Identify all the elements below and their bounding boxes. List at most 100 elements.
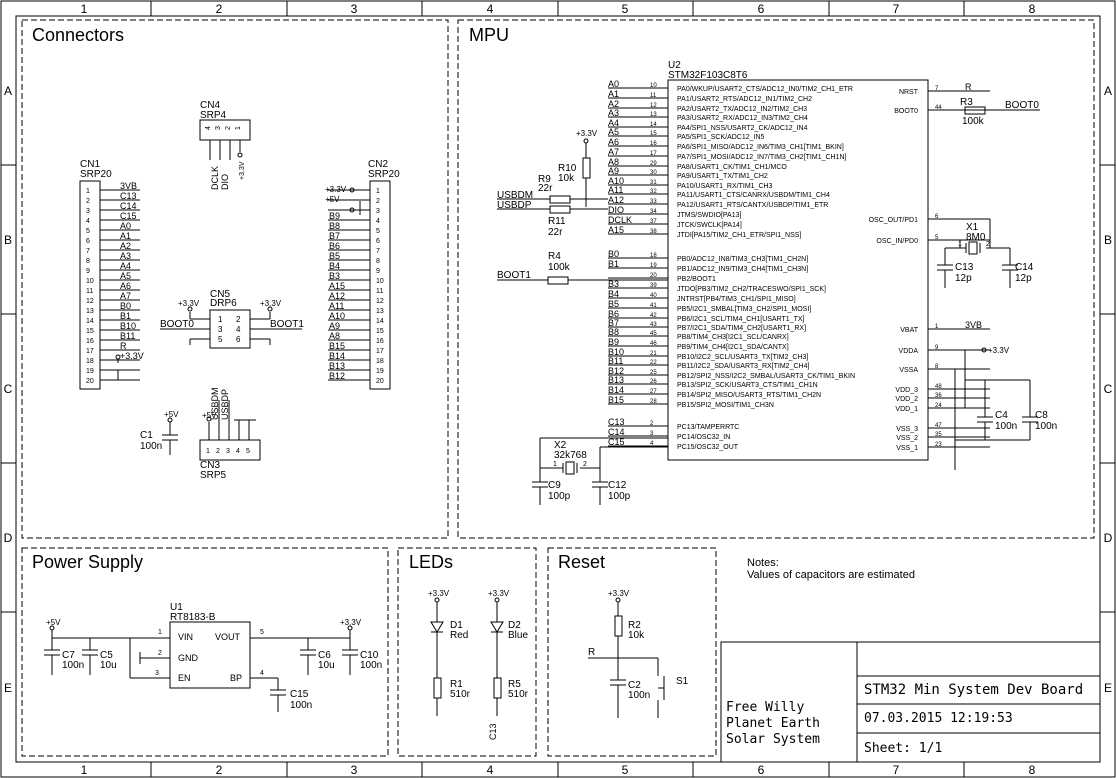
column-label: 5 xyxy=(622,2,629,16)
vcc-label: +5V xyxy=(325,195,340,204)
connector-cn2: CN2 SRP20 1+3.3V2+5V34B95B86B77B68B59B41… xyxy=(325,159,400,390)
net-label: B1 xyxy=(120,311,131,321)
net-label: B10 xyxy=(608,347,624,357)
pin-number: 8 xyxy=(86,258,90,265)
pin-number: 3 xyxy=(215,126,222,130)
net-label: B13 xyxy=(608,375,624,385)
part-value: 100n xyxy=(62,660,84,671)
pin-number: 15 xyxy=(86,328,94,335)
section-title-reset: Reset xyxy=(558,552,605,572)
net-label: C15 xyxy=(608,437,625,447)
net-label: C14 xyxy=(608,427,625,437)
part-ref: C14 xyxy=(1015,262,1034,273)
part-ref: R5 xyxy=(508,679,521,690)
row-label: A xyxy=(1104,84,1112,98)
row-label: C xyxy=(4,382,13,396)
pin-name: JNTRST[PB4/TIM3_CH1/SPI1_MISO] xyxy=(677,296,796,303)
part-ref: C1 xyxy=(140,430,153,441)
part-value: 100n xyxy=(1035,421,1057,432)
pin-number: 2 xyxy=(376,198,380,205)
net-label: C13 xyxy=(120,191,137,201)
pin-number: 17 xyxy=(376,348,384,355)
vcc-label: +3.3V xyxy=(488,589,510,598)
part-ref: X2 xyxy=(554,440,567,451)
leds: +3.3V +3.3V D1 Red D2 Blue R1 510r R5 51… xyxy=(428,589,529,740)
part-value: 10u xyxy=(100,660,117,671)
pin-number: 4 xyxy=(650,441,654,447)
pin-number: 26 xyxy=(650,379,657,385)
part-ref: X1 xyxy=(966,222,979,233)
pin-number: 13 xyxy=(650,112,657,118)
pin-name: BP xyxy=(230,673,242,683)
pin-number: 3 xyxy=(218,325,223,334)
pin-number: 18 xyxy=(86,358,94,365)
author-line: Solar System xyxy=(726,732,820,747)
connector-cn3: CN3 SRP5 1 2 3 4 5 +5V USBDM USBDP xyxy=(199,387,261,481)
net-label: B8 xyxy=(608,327,619,337)
net-label: A11 xyxy=(329,301,344,311)
net-label: B7 xyxy=(608,318,619,328)
cn5-type: DRP6 xyxy=(210,298,237,309)
pin-number: 10 xyxy=(376,278,384,285)
net-label: A15 xyxy=(329,281,345,291)
pin-number: 11 xyxy=(376,288,383,295)
part-ref: C6 xyxy=(318,650,331,661)
pin-number: 12 xyxy=(650,103,657,109)
pin-number: 1 xyxy=(958,241,962,248)
pin-name: JTMS/SWDIO[PA13] xyxy=(677,212,741,219)
pin-number: 1 xyxy=(218,315,223,324)
section-titles: Connectors MPU Power Supply LEDs Reset xyxy=(32,25,605,572)
net-label: B13 xyxy=(329,361,345,371)
cn4-ref: CN4 xyxy=(200,100,220,111)
net-label: +3.3V xyxy=(120,351,144,361)
pin-name: GND xyxy=(178,653,199,663)
column-label: 1 xyxy=(81,2,88,16)
net-label: B12 xyxy=(608,366,624,376)
pin-number: 1 xyxy=(206,448,210,455)
net-label: BOOT1 xyxy=(270,319,304,330)
pin-number: 43 xyxy=(650,322,657,328)
pin-name: PA8/USART1_CK/TIM1_CH1/MCO xyxy=(677,164,787,171)
pin-name: PC14/OSC32_IN xyxy=(677,434,730,441)
section-title-mpu: MPU xyxy=(469,25,509,45)
net-label: BOOT0 xyxy=(160,319,194,330)
net-label: B9 xyxy=(329,211,340,221)
pin-number: 38 xyxy=(650,229,657,235)
column-label: 2 xyxy=(216,763,223,777)
pin-name: EN xyxy=(178,673,191,683)
net-label: A8 xyxy=(329,331,340,341)
net-label: B14 xyxy=(329,351,345,361)
pin-number: 20 xyxy=(86,378,94,385)
pin-number: 1 xyxy=(376,188,380,195)
pin-name: PA2/USART2_TX/ADC12_IN2/TIM2_CH3 xyxy=(677,106,807,113)
connector-cn4: CN4 SRP4 4 3 2 1 DCLK DIO +3.3V xyxy=(199,100,251,190)
pin-number: 27 xyxy=(650,389,657,395)
column-label: 3 xyxy=(351,2,358,16)
pin-name: JTDO[PB3/TIM2_CH2/TRACESWO/SPI1_SCK] xyxy=(677,286,826,293)
pin-name: NRST xyxy=(899,89,919,96)
net-label: B15 xyxy=(608,395,624,405)
net-label: A9 xyxy=(608,166,619,176)
section-boxes xyxy=(21,19,1095,757)
part-value: 100n xyxy=(628,690,650,701)
pin-number: 9 xyxy=(376,268,380,275)
part-value: 22r xyxy=(538,183,553,194)
pin-number: 5 xyxy=(260,629,264,636)
net-label: DIO xyxy=(220,174,230,190)
pin-number: 39 xyxy=(650,283,657,289)
pin-number: 8 xyxy=(935,364,939,370)
net-label: BOOT0 xyxy=(1005,100,1039,111)
pin-name: PC15/OSC32_OUT xyxy=(677,444,739,451)
led-color: Red xyxy=(450,630,468,641)
pin-number: 6 xyxy=(236,335,241,344)
pin-number: 8 xyxy=(376,258,380,265)
net-label: A12 xyxy=(329,291,345,301)
author-line: Planet Earth xyxy=(726,716,820,731)
part-ref: C5 xyxy=(100,650,113,661)
pin-number: 44 xyxy=(935,105,942,111)
pin-name: VSS_1 xyxy=(896,445,918,452)
part-value: 22r xyxy=(548,227,563,238)
part-value: 100p xyxy=(548,491,571,502)
part-value: 100n xyxy=(360,660,382,671)
author-line: Free Willy xyxy=(726,700,804,715)
